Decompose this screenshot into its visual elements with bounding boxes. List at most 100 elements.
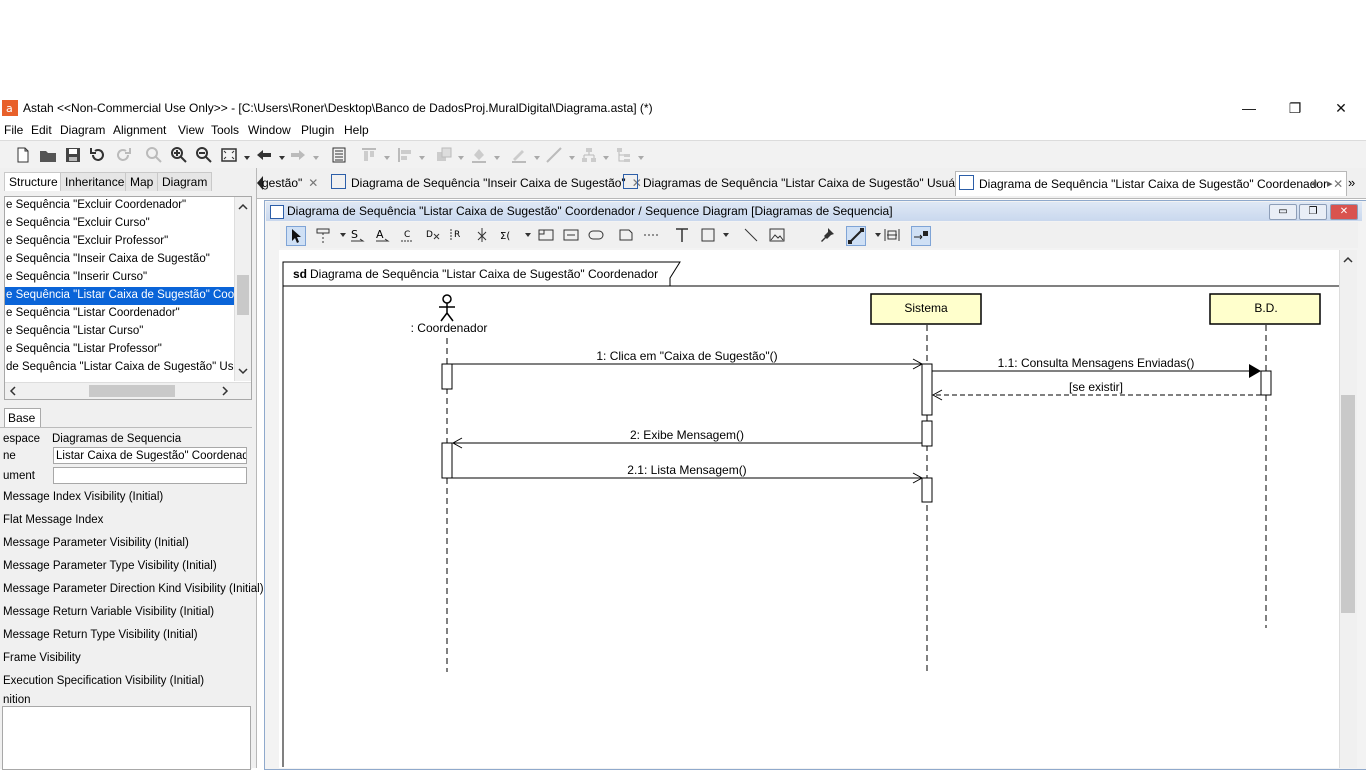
flat-message-index-checkbox[interactable]: Flat Message Index [3, 514, 104, 526]
tabs-scroll-left-icon[interactable] [257, 174, 263, 192]
fit-window-icon[interactable] [220, 146, 238, 164]
menu-help[interactable]: Help [344, 123, 369, 137]
name-field[interactable]: Listar Caixa de Sugestão" Coordenador [53, 447, 247, 464]
message-return-type-visibility-checkbox[interactable]: Message Return Type Visibility (Initial) [3, 629, 198, 641]
line-style-icon[interactable] [846, 226, 866, 246]
fragment-dropdown-icon[interactable] [519, 226, 531, 244]
tree-item-selected[interactable]: e Sequência "Listar Caixa de Sugestão" C… [5, 287, 251, 305]
open-folder-icon[interactable] [39, 146, 57, 164]
async-message-tool-icon[interactable]: A [373, 226, 391, 244]
tree-horizontal-scrollbar[interactable] [5, 382, 251, 399]
tree-item[interactable]: e Sequência "Excluir Professor" [6, 235, 169, 247]
tree-vertical-scrollbar[interactable] [234, 197, 251, 381]
actor-coordenador[interactable]: : Coordenador [411, 294, 488, 335]
shape-dropdown-icon[interactable] [717, 226, 729, 244]
doc-tab-inseir-caixa[interactable]: Diagrama de Sequência "Inseir Caixa de S… [331, 174, 642, 192]
zoom-in-icon[interactable] [170, 146, 188, 164]
lifeline-label-sistema: Sistema [904, 301, 948, 315]
message-parameter-direction-kind-checkbox[interactable]: Message Parameter Direction Kind Visibil… [3, 583, 264, 595]
lifeline-bd[interactable]: B.D. [1209, 293, 1321, 325]
lifeline-sistema[interactable]: Sistema [870, 293, 982, 325]
menu-window[interactable]: Window [248, 123, 291, 137]
message-parameter-visibility-checkbox[interactable]: Message Parameter Visibility (Initial) [3, 537, 189, 549]
sync-message-tool-icon[interactable]: S [348, 226, 366, 244]
diagram-canvas[interactable]: sd Diagrama de Sequência "Listar Caixa d… [279, 250, 1339, 768]
menu-alignment[interactable]: Alignment [113, 123, 167, 137]
line-style-dropdown-icon[interactable] [869, 226, 881, 244]
definition-textarea[interactable] [2, 706, 251, 770]
gate-tool-icon[interactable] [562, 226, 580, 244]
doc-tab-partial[interactable]: gestão"✕ [262, 176, 319, 190]
frame-keyword: sd [293, 267, 307, 281]
image-tool-icon[interactable] [768, 226, 786, 244]
tab-inheritance[interactable]: Inheritance [60, 172, 130, 191]
state-invariant-tool-icon[interactable] [587, 226, 605, 244]
save-icon[interactable] [64, 146, 82, 164]
tree-item[interactable]: e Sequência "Excluir Curso" [6, 217, 150, 229]
minimize-button[interactable]: — [1242, 100, 1256, 116]
back-arrow-icon[interactable] [255, 146, 273, 164]
frame-visibility-checkbox[interactable]: Frame Visibility [3, 652, 81, 664]
close-button[interactable]: ✕ [1335, 100, 1347, 116]
tab-next-icon[interactable]: ▸ [1327, 178, 1333, 190]
doc-tab-listar-usuario[interactable]: Diagramas de Sequência "Listar Caixa de … [623, 174, 984, 192]
message-index-visibility-checkbox[interactable]: Message Index Visibility (Initial) [3, 491, 164, 503]
execution-specification-visibility-checkbox[interactable]: Execution Specification Visibility (Init… [3, 675, 205, 687]
window-title: Astah <<Non-Commercial Use Only>> - [C:\… [23, 101, 653, 115]
select-tool-icon[interactable] [286, 226, 306, 246]
note-tool-icon[interactable] [617, 226, 635, 244]
tab-diagram[interactable]: Diagram [157, 172, 213, 191]
line-tool-icon[interactable] [742, 226, 760, 244]
message-return-variable-visibility-checkbox[interactable]: Message Return Variable Visibility (Init… [3, 606, 215, 618]
menu-tools[interactable]: Tools [211, 123, 240, 137]
line-style-dropdown-icon [569, 150, 575, 160]
fit-dropdown-icon[interactable] [244, 150, 250, 160]
menu-file[interactable]: File [4, 123, 24, 137]
restore-button[interactable]: ❐ [1288, 100, 1302, 116]
menu-view[interactable]: View [178, 123, 204, 137]
svg-text:R: R [454, 230, 460, 240]
destroy-message-tool-icon[interactable]: D [423, 226, 441, 244]
note-anchor-tool-icon[interactable] [642, 226, 660, 244]
new-file-icon[interactable] [14, 146, 32, 164]
message-parameter-type-visibility-checkbox[interactable]: Message Parameter Type Visibility (Initi… [3, 560, 217, 572]
tree-item[interactable]: e Sequência "Inseir Caixa de Sugestão" [6, 253, 210, 265]
tab-base[interactable]: Base [4, 408, 41, 427]
auto-layout-icon[interactable] [911, 226, 931, 246]
tab-prev-icon[interactable]: ◂ [1311, 178, 1317, 190]
diagram-restore-button[interactable]: ❐ [1299, 204, 1327, 220]
document-field[interactable] [53, 467, 247, 484]
lifeline-label-bd: B.D. [1254, 301, 1277, 315]
doc-tab-listar-coordenador-active[interactable]: Diagrama de Sequência "Listar Caixa de S… [955, 171, 1348, 196]
tree-item[interactable]: e Sequência "Listar Curso" [6, 325, 144, 337]
text-tool-icon[interactable] [673, 226, 691, 244]
diagram-minimize-button[interactable]: ▭ [1269, 204, 1297, 220]
menu-edit[interactable]: Edit [31, 123, 52, 137]
diagram-close-button[interactable]: ✕ [1330, 204, 1358, 220]
pin-icon[interactable] [818, 226, 836, 244]
zoom-out-icon[interactable] [195, 146, 213, 164]
menu-diagram[interactable]: Diagram [60, 123, 106, 137]
tab-structure[interactable]: Structure [4, 172, 63, 191]
properties-icon[interactable] [330, 146, 348, 164]
undo-icon[interactable] [89, 146, 107, 164]
tree-item[interactable]: e Sequência "Inserir Curso" [6, 271, 148, 283]
interaction-use-tool-icon[interactable] [537, 226, 555, 244]
rectangle-tool-icon[interactable] [699, 226, 717, 244]
tree-item[interactable]: e Sequência "Listar Coordenador" [6, 307, 180, 319]
reply-message-tool-icon[interactable]: R [448, 226, 466, 244]
canvas-scroll-thumb[interactable] [1341, 395, 1355, 613]
combined-fragment-tool-icon[interactable]: Σ( [498, 226, 516, 244]
lifeline-dropdown-icon[interactable] [334, 226, 346, 244]
stop-tool-icon[interactable] [473, 226, 491, 244]
tree-item[interactable]: e Sequência "Listar Professor" [6, 343, 162, 355]
fit-frame-icon[interactable] [883, 226, 901, 244]
tab-map[interactable]: Map [125, 172, 159, 191]
menu-plugin[interactable]: Plugin [301, 123, 335, 137]
lifeline-tool-icon[interactable] [314, 226, 332, 244]
tree-item[interactable]: de Sequência "Listar Caixa de Sugestão" … [6, 361, 252, 373]
tree-item[interactable]: e Sequência "Excluir Coordenador" [6, 199, 187, 211]
back-dropdown-icon[interactable] [279, 150, 285, 160]
tab-overflow-icon[interactable]: » [1348, 175, 1356, 190]
create-message-tool-icon[interactable]: C [398, 226, 416, 244]
